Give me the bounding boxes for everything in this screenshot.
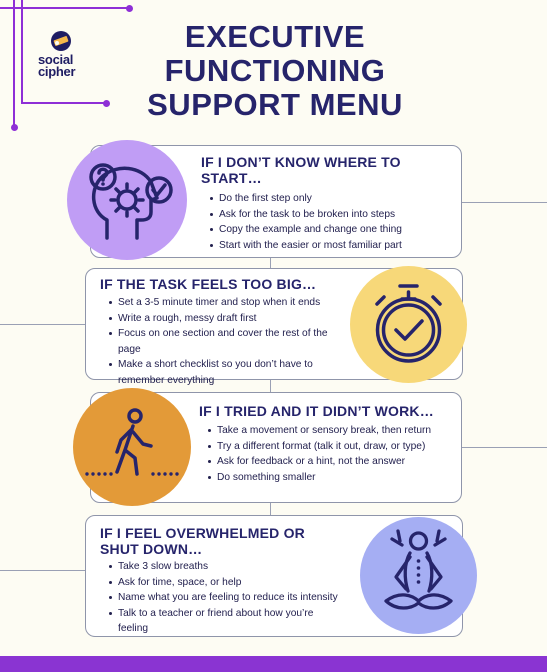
list-item: Talk to a teacher or friend about how yo… — [109, 606, 342, 637]
list-item: Take 3 slow breaths — [109, 559, 342, 575]
brand-name-line1: social — [38, 52, 74, 67]
section-list: Take 3 slow breaths Ask for time, space,… — [100, 559, 342, 637]
connector-line — [270, 380, 271, 392]
section-heading: IF I FEEL OVERWHELMED OR SHUT DOWN… — [100, 525, 305, 557]
list-item: Try a different format (talk it out, dra… — [208, 439, 451, 455]
list-item: Take a movement or sensory break, then r… — [208, 423, 451, 439]
section-list: Do the first step only Ask for the task … — [201, 191, 451, 253]
list-item: Start with the easier or most familiar p… — [210, 238, 451, 254]
connector-line — [461, 202, 547, 203]
list-item: Name what you are feeling to reduce its … — [109, 590, 342, 606]
section-heading: IF I DON’T KNOW WHERE TO START… — [201, 154, 401, 186]
page-title: EXECUTIVE FUNCTIONING SUPPORT MENU — [110, 20, 440, 122]
list-item: Ask for feedback or a hint, not the answ… — [208, 454, 451, 470]
footer-bar — [0, 656, 547, 672]
decor-dot — [10, 124, 18, 131]
decor-dot — [126, 4, 133, 12]
stopwatch-check-icon — [350, 266, 467, 383]
decor-line — [21, 102, 105, 104]
meditating-person-icon — [360, 517, 477, 634]
section-heading: IF THE TASK FEELS TOO BIG… — [100, 276, 317, 292]
walking-person-icon — [73, 388, 191, 506]
connector-line — [270, 503, 271, 515]
connector-line — [0, 570, 86, 571]
decor-line — [13, 0, 15, 126]
list-item: Set a 3-5 minute timer and stop when it … — [109, 295, 332, 311]
list-item: Ask for time, space, or help — [109, 575, 342, 591]
title-line3: SUPPORT MENU — [147, 87, 403, 122]
connector-line — [461, 447, 547, 448]
list-item: Write a rough, messy draft first — [109, 311, 332, 327]
decor-line — [0, 7, 128, 9]
head-gears-question-check-icon — [67, 140, 187, 260]
connector-line — [270, 258, 271, 268]
title-line2: FUNCTIONING — [164, 53, 386, 88]
brand-name-line2: cipher — [38, 64, 76, 79]
list-item: Ask for the task to be broken into steps — [210, 207, 451, 223]
title-line1: EXECUTIVE — [184, 19, 366, 54]
section-list: Set a 3-5 minute timer and stop when it … — [100, 295, 332, 388]
telescope-logo-icon — [51, 31, 71, 51]
list-item: Do the first step only — [210, 191, 451, 207]
list-item: Copy the example and change one thing — [210, 222, 451, 238]
list-item: Do something smaller — [208, 470, 451, 486]
list-item: Focus on one section and cover the rest … — [109, 326, 332, 357]
connector-line — [0, 324, 86, 325]
decor-dot — [103, 99, 110, 107]
section-heading: IF I TRIED AND IT DIDN’T WORK… — [199, 403, 434, 419]
section-list: Take a movement or sensory break, then r… — [199, 423, 451, 485]
list-item: Make a short checklist so you don’t have… — [109, 357, 332, 388]
decor-line — [21, 0, 23, 104]
